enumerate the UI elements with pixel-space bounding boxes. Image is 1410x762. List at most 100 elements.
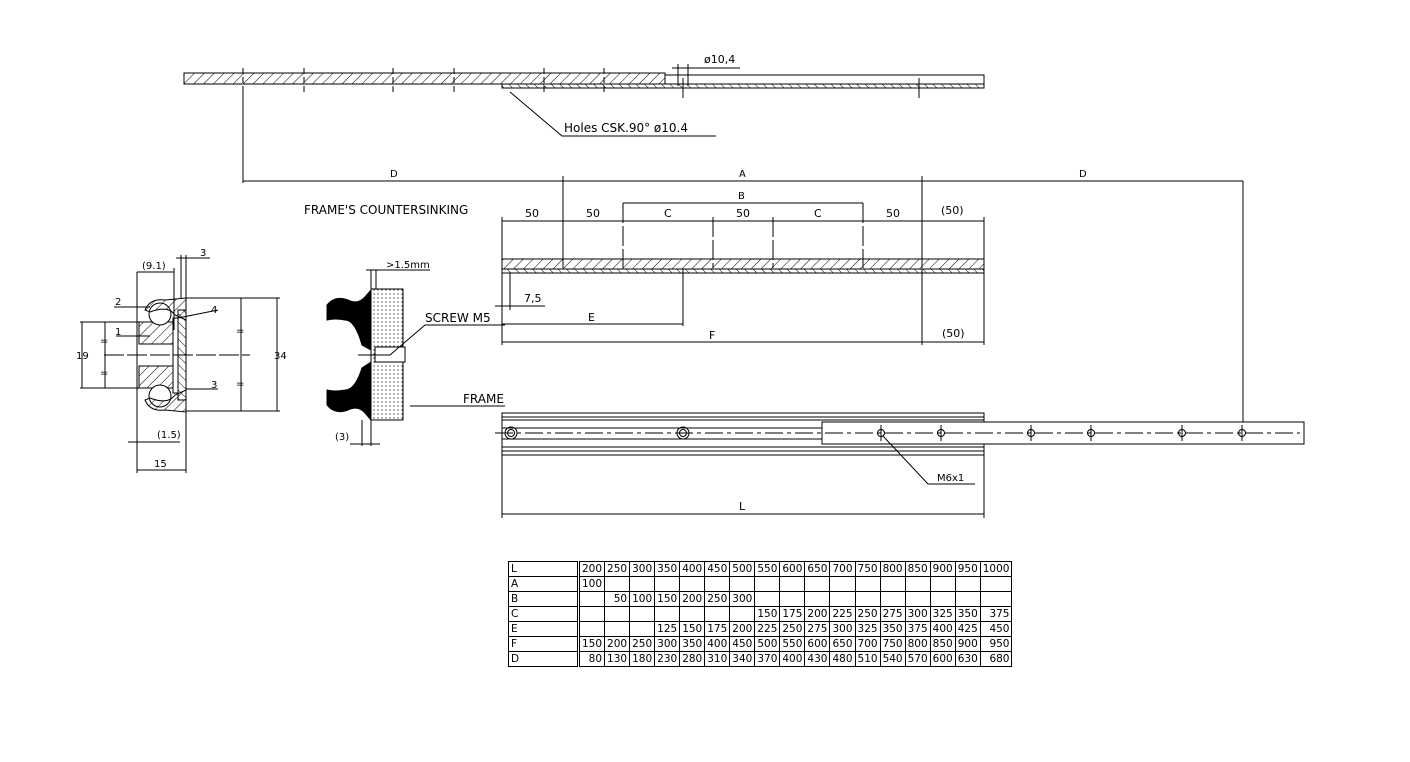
table-cell: 650	[829, 636, 856, 652]
bottom-rail-view	[495, 412, 1305, 518]
section-19-label: 19	[76, 351, 89, 362]
table-cell: 950	[954, 561, 981, 577]
table-cell: 200	[804, 606, 831, 622]
table-cell: 350	[954, 606, 981, 622]
table-cell: 200	[679, 591, 706, 607]
table-cell: 400	[929, 621, 956, 637]
dim-b-label: B	[738, 191, 745, 202]
table-cell: 325	[854, 621, 881, 637]
dim-f-label: F	[709, 329, 715, 342]
table-cell: 800	[904, 636, 931, 652]
section-34-label: 34	[274, 351, 287, 362]
segment-c-1: C	[664, 207, 672, 220]
table-cell	[904, 576, 931, 592]
table-cell: 680	[979, 651, 1013, 667]
gap-1-5mm-label: >1.5mm	[386, 260, 430, 271]
section-3-bottom-label: 3	[211, 380, 217, 391]
table-cell: 250	[704, 591, 731, 607]
table-cell: 550	[754, 561, 781, 577]
table-cell: 250	[854, 606, 881, 622]
table-cell: 340	[729, 651, 756, 667]
section-2-label: 2	[115, 297, 121, 308]
table-cell	[629, 606, 656, 622]
table-cell: 375	[979, 606, 1013, 622]
table-cell	[679, 576, 706, 592]
frame-countersinking-title: FRAME'S COUNTERSINKING	[304, 203, 468, 217]
table-cell: 175	[704, 621, 731, 637]
table-cell	[704, 576, 731, 592]
table-cell: 200	[729, 621, 756, 637]
table-cell: 80	[577, 651, 606, 667]
dim-a-label: A	[739, 169, 746, 180]
table-cell	[729, 576, 756, 592]
table-cell: 50	[604, 591, 631, 607]
table-cell: 425	[954, 621, 981, 637]
section-15-label: 15	[154, 459, 167, 470]
table-cell: 1000	[979, 561, 1013, 577]
table-cell: 570	[904, 651, 931, 667]
segment-50-4: 50	[886, 207, 900, 220]
table-cell	[704, 606, 731, 622]
table-cell: 225	[754, 621, 781, 637]
table-cell: 275	[879, 606, 906, 622]
dim-7-5-label: 7,5	[524, 292, 542, 305]
table-cell: 370	[754, 651, 781, 667]
table-cell: 450	[979, 621, 1013, 637]
segment-c-2: C	[814, 207, 822, 220]
table-cell: 100	[577, 576, 606, 592]
table-cell: 125	[654, 621, 681, 637]
table-cell	[577, 606, 606, 622]
table-cell	[729, 606, 756, 622]
section-eq-4: =	[236, 379, 244, 390]
dim-e-label: E	[588, 311, 595, 324]
table-cell: 275	[804, 621, 831, 637]
row-label: F	[508, 636, 580, 652]
table-cell	[979, 591, 1013, 607]
table-cell	[804, 576, 831, 592]
cross-section-view	[80, 255, 280, 473]
dim-l-label: L	[739, 500, 746, 513]
table-cell: 300	[629, 561, 656, 577]
table-cell: 350	[879, 621, 906, 637]
holes-note-label: Holes CSK.90° ø10.4	[564, 121, 688, 135]
table-cell: 325	[929, 606, 956, 622]
segment-50-paren-bottom: (50)	[942, 327, 965, 340]
table-cell	[754, 591, 781, 607]
table-cell	[679, 606, 706, 622]
section-eq-3: =	[236, 326, 244, 337]
table-cell: 200	[577, 561, 606, 577]
table-cell	[654, 606, 681, 622]
table-cell	[879, 576, 906, 592]
table-cell: 850	[904, 561, 931, 577]
table-cell: 600	[804, 636, 831, 652]
table-cell: 800	[879, 561, 906, 577]
row-label: L	[508, 561, 580, 577]
table-cell: 250	[779, 621, 806, 637]
frame-countersinking-view	[326, 269, 505, 446]
table-cell	[954, 576, 981, 592]
table-cell: 100	[629, 591, 656, 607]
screw-m5-label: SCREW M5	[425, 311, 491, 325]
table-cell	[829, 576, 856, 592]
table-cell	[929, 576, 956, 592]
dim-3-paren-label: (3)	[335, 432, 349, 443]
table-cell: 400	[679, 561, 706, 577]
dim-d-left-label: D	[390, 169, 398, 180]
table-cell: 450	[704, 561, 731, 577]
top-rail-view	[183, 64, 985, 183]
table-cell	[879, 591, 906, 607]
table-cell: 650	[804, 561, 831, 577]
table-cell	[954, 591, 981, 607]
table-cell	[854, 591, 881, 607]
row-label: C	[508, 606, 580, 622]
section-1-5-label: (1.5)	[157, 430, 181, 441]
table-cell: 150	[577, 636, 606, 652]
row-label: D	[508, 651, 580, 667]
